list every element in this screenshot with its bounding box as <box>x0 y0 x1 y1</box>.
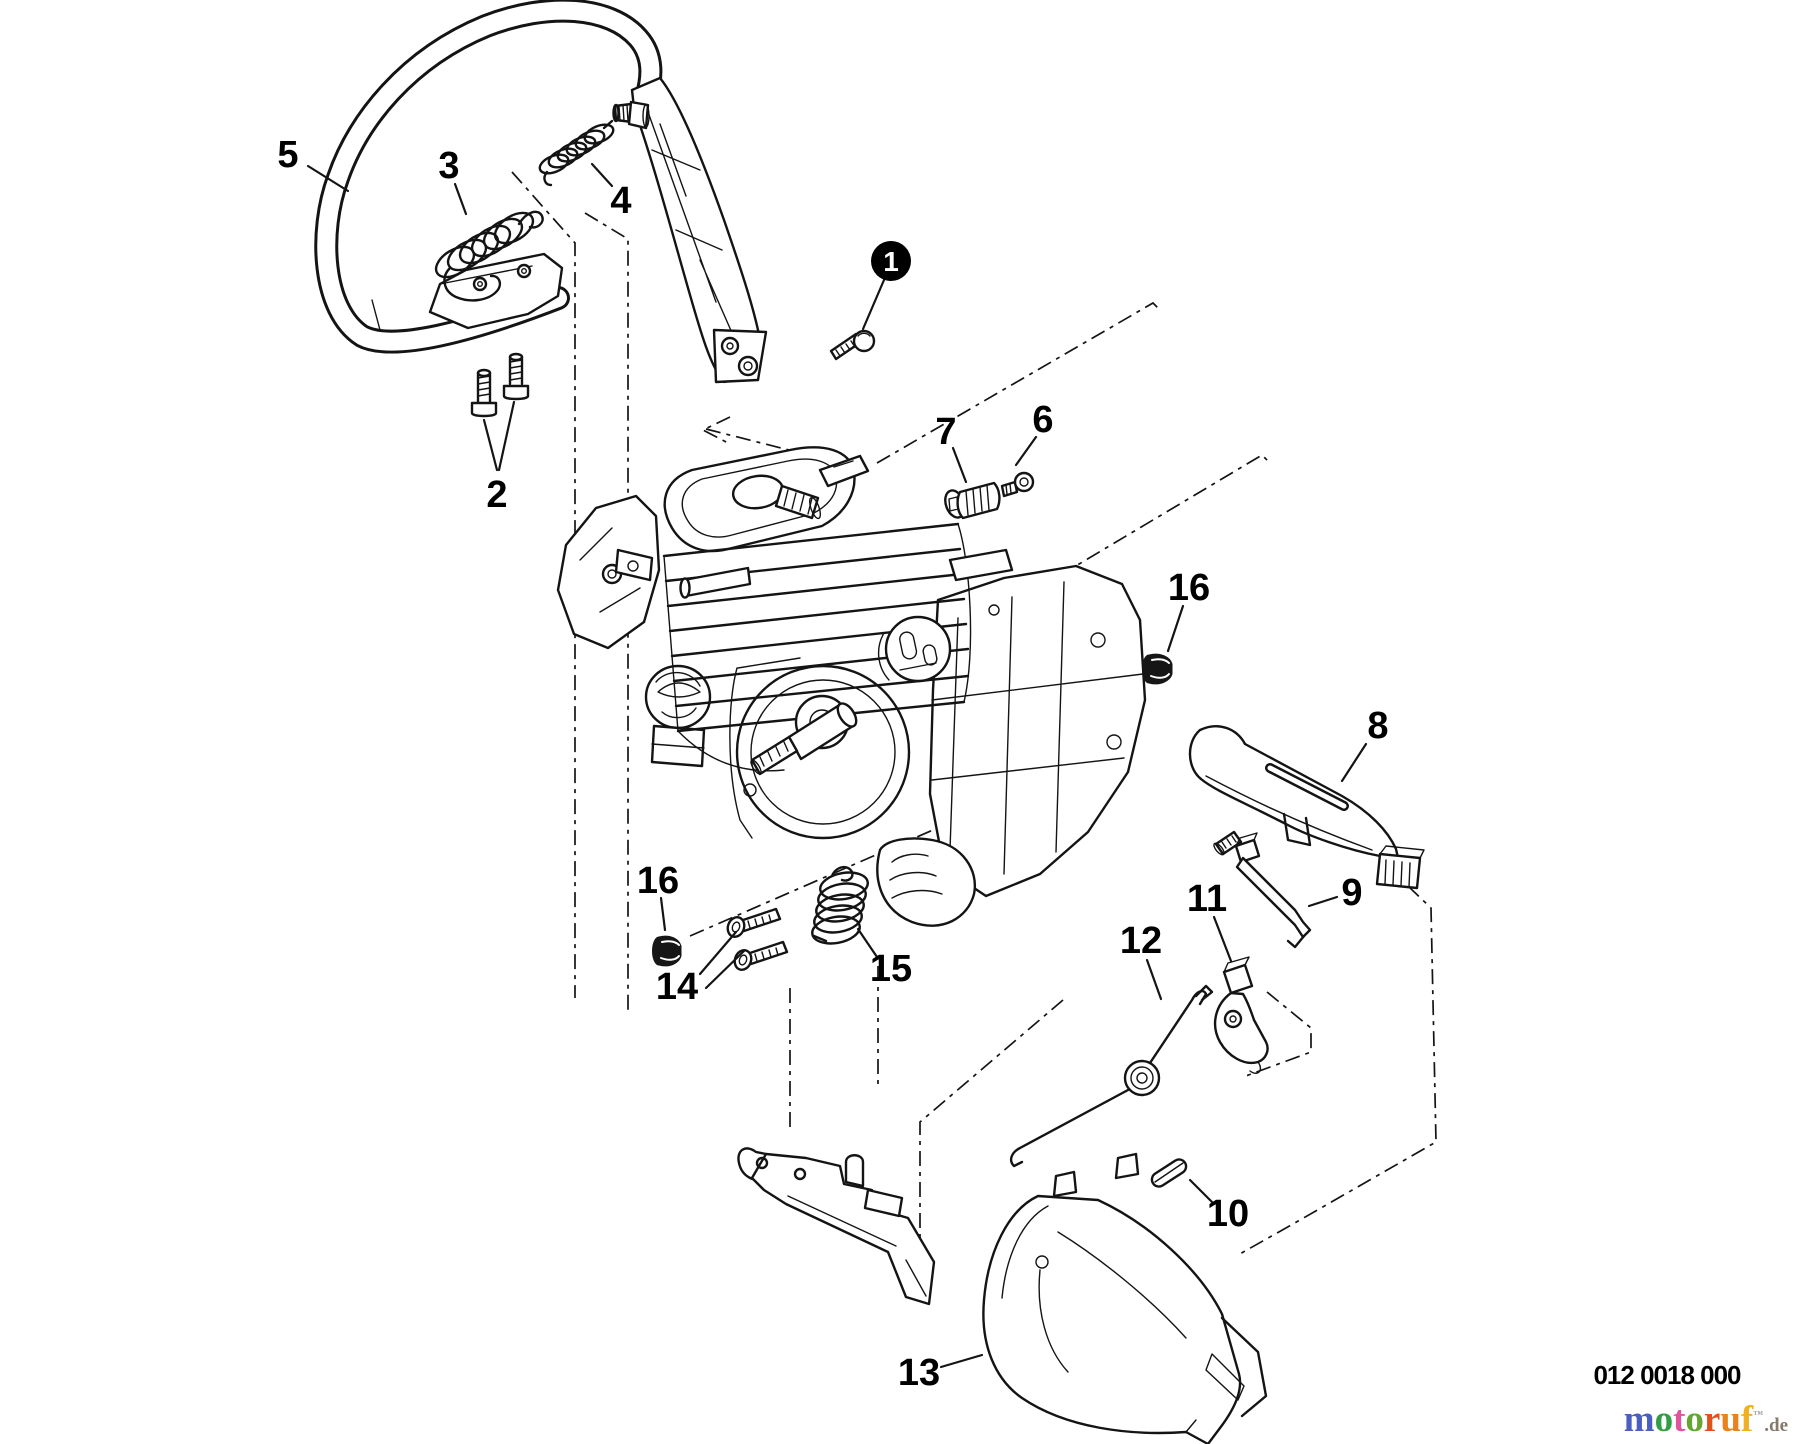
part-grommet-16-right <box>1142 653 1173 685</box>
logo-trademark: ™ <box>1753 1409 1765 1421</box>
part-plug-7 <box>944 481 1001 520</box>
callout-2: 2 <box>486 474 507 516</box>
logo-letter: o <box>1685 1399 1704 1440</box>
callout-14: 14 <box>656 966 698 1008</box>
callout-13: 13 <box>898 1352 940 1394</box>
leader-lines <box>306 162 1368 1369</box>
part-cover-13 <box>982 1152 1268 1444</box>
part-spring-15 <box>811 865 869 945</box>
callout-5: 5 <box>277 134 298 176</box>
part-spring-3 <box>434 210 544 302</box>
logo-letter: r <box>1703 1399 1721 1440</box>
logo-letter: f <box>1740 1399 1754 1440</box>
motoruf-logo[interactable]: motoruf™.de <box>1624 1401 1788 1438</box>
callout-9: 9 <box>1341 872 1362 914</box>
lower-bracket <box>737 1147 936 1306</box>
part-rod-9 <box>1213 830 1312 949</box>
part-screws-2 <box>470 352 530 418</box>
callout-1-label: 1 <box>883 246 899 277</box>
callout-labels: 1 2 3 4 5 6 7 8 9 10 11 12 13 14 15 16 1… <box>277 134 1388 1394</box>
part-grommet-16-left <box>652 935 682 967</box>
part-cover-8 <box>1188 725 1425 890</box>
callout-8: 8 <box>1367 705 1388 747</box>
part-spring-4 <box>538 119 615 187</box>
part-pin-10 <box>1150 1158 1188 1188</box>
logo-letter: t <box>1673 1399 1686 1440</box>
logo-letter: o <box>1654 1399 1674 1440</box>
handle-stud <box>612 100 650 130</box>
logo-letter: m <box>1623 1399 1655 1440</box>
part-screws-14 <box>726 907 789 971</box>
callout-10: 10 <box>1207 1193 1249 1235</box>
callout-15: 15 <box>870 948 912 990</box>
engine-assembly <box>556 446 1147 927</box>
part-front-handle <box>314 0 663 354</box>
part-trigger-11 <box>1213 956 1269 1074</box>
callout-7: 7 <box>935 411 956 453</box>
callout-6: 6 <box>1032 399 1053 441</box>
callout-16-left: 16 <box>637 860 679 902</box>
callout-11: 11 <box>1187 878 1227 920</box>
callout-3: 3 <box>438 145 459 187</box>
part-screw-1 <box>829 329 876 361</box>
callout-1: 1 <box>871 241 911 281</box>
dash-dot-group-lines <box>511 171 1437 1298</box>
logo-letter: u <box>1720 1399 1741 1440</box>
callout-12: 12 <box>1120 920 1162 962</box>
logo-suffix: .de <box>1764 1415 1788 1436</box>
callout-4: 4 <box>610 180 631 222</box>
drawing-number: 012 0018 000 <box>1593 1360 1741 1390</box>
front-hand-guard <box>630 76 768 384</box>
callout-16-right: 16 <box>1168 567 1210 609</box>
part-screw-6 <box>1000 471 1035 498</box>
part-spring-12 <box>1009 984 1214 1168</box>
